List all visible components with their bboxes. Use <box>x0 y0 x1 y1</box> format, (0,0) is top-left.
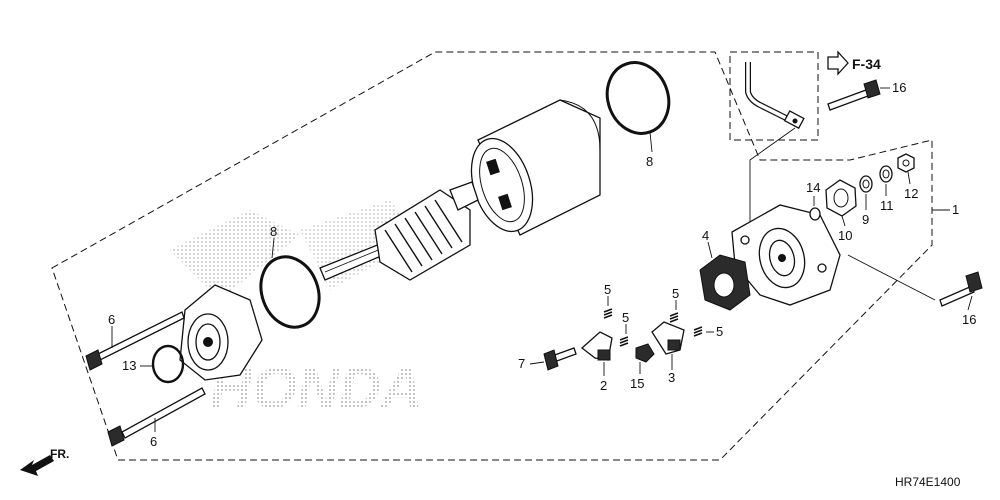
screw-7 <box>529 347 577 371</box>
brush-spring-5-d <box>693 326 714 337</box>
bolt-16-right <box>939 271 983 311</box>
brush-3 <box>651 321 685 370</box>
callout-6-b: 6 <box>150 434 157 449</box>
rear-cover <box>731 204 936 306</box>
brush-spring-5-a <box>603 296 613 319</box>
callout-1: 1 <box>952 202 959 217</box>
bolt-16-top <box>827 79 890 111</box>
through-bolt-6-lower <box>107 387 206 447</box>
callout-8-b: 8 <box>270 224 277 239</box>
f34-reference-arrow: F-34 <box>827 50 881 76</box>
o-ring-8-lower <box>259 237 321 329</box>
callout-16-a: 16 <box>892 80 906 95</box>
callout-12: 12 <box>904 186 918 201</box>
through-bolt-6-upper <box>85 311 185 371</box>
callout-11: 11 <box>880 198 894 213</box>
nut-12 <box>897 153 915 185</box>
o-ring-8-top <box>605 61 671 153</box>
reference-label: F-34 <box>852 56 881 72</box>
callout-5-a: 5 <box>604 282 611 297</box>
callout-13: 13 <box>122 358 136 373</box>
starter-cable <box>745 62 805 240</box>
callout-8-a: 8 <box>646 154 653 169</box>
nut-10 <box>825 179 857 227</box>
callout-labels: 1 2 3 4 5 5 5 5 6 6 7 8 8 9 10 11 12 13 … <box>108 80 976 449</box>
washer-9 <box>859 175 873 210</box>
front-label: FR. <box>50 447 69 461</box>
front-direction-arrow: FR. <box>20 447 69 476</box>
callout-3: 3 <box>668 370 675 385</box>
nut-15 <box>635 343 655 374</box>
front-cover <box>179 284 263 381</box>
callout-4: 4 <box>702 228 709 243</box>
cable-reference-box <box>729 51 819 141</box>
callout-2: 2 <box>600 378 607 393</box>
callout-16-b: 16 <box>962 312 976 327</box>
callout-5-c: 5 <box>672 286 679 301</box>
washer-14 <box>809 196 821 221</box>
washer-11 <box>879 165 893 196</box>
armature <box>319 181 479 281</box>
callout-5-b: 5 <box>622 310 629 325</box>
callout-7: 7 <box>518 356 525 371</box>
callout-5-d: 5 <box>716 324 723 339</box>
callout-15: 15 <box>630 376 644 391</box>
callout-9: 9 <box>862 212 869 227</box>
o-ring-13 <box>140 344 185 384</box>
callout-6-a: 6 <box>108 312 115 327</box>
yoke-housing <box>470 99 601 236</box>
figure-code: HR74E1400 <box>895 475 961 489</box>
brush-spring-5-c <box>669 300 679 323</box>
callout-14: 14 <box>806 180 820 195</box>
assembly-outline <box>51 51 933 461</box>
callout-10: 10 <box>838 228 852 243</box>
brush-2 <box>580 331 613 376</box>
brush-spring-5-b <box>619 324 629 347</box>
brush-holder-4 <box>699 241 751 311</box>
